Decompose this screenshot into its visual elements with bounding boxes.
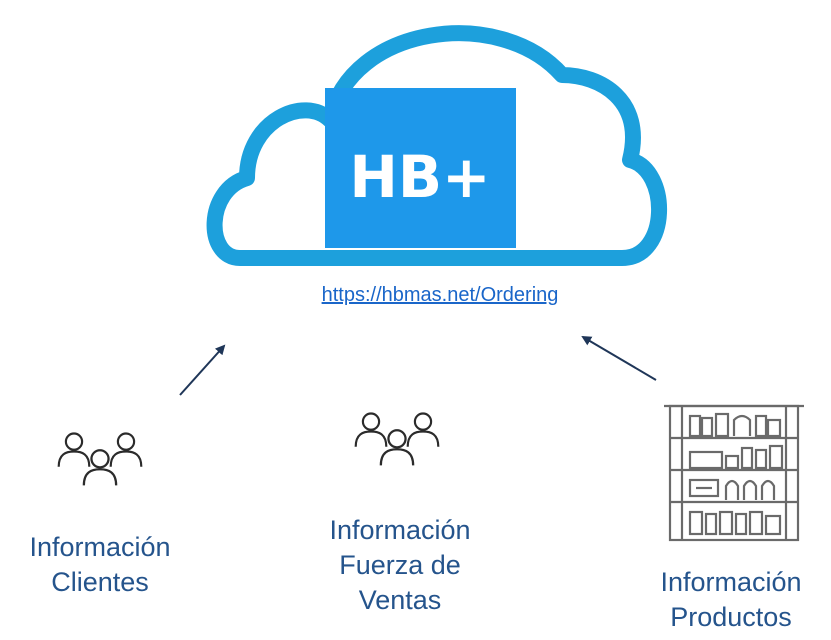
arrow-clientes-to-cloud [179, 344, 226, 396]
arrow-productos-to-cloud [581, 335, 657, 381]
group-of-people-icon [354, 412, 440, 467]
label-informacion-clientes: Información Clientes [0, 530, 200, 600]
group-of-people-icon [57, 432, 143, 487]
label-line: Ventas [358, 585, 442, 615]
ordering-link[interactable]: https://hbmas.net/Ordering [321, 284, 559, 306]
label-line: Información [660, 567, 802, 597]
store-shelf-icon [664, 404, 804, 542]
label-line: Productos [670, 602, 792, 632]
label-line: Información [29, 532, 171, 562]
logo-text: HB+ [349, 143, 490, 211]
label-informacion-productos: Información Productos [631, 565, 831, 635]
label-line: Clientes [51, 567, 149, 597]
label-informacion-fuerza-de-ventas: Información Fuerza de Ventas [300, 513, 500, 618]
hb-plus-logo: HB+ [325, 88, 516, 248]
label-line: Información [329, 515, 471, 545]
label-line: Fuerza de [339, 550, 461, 580]
